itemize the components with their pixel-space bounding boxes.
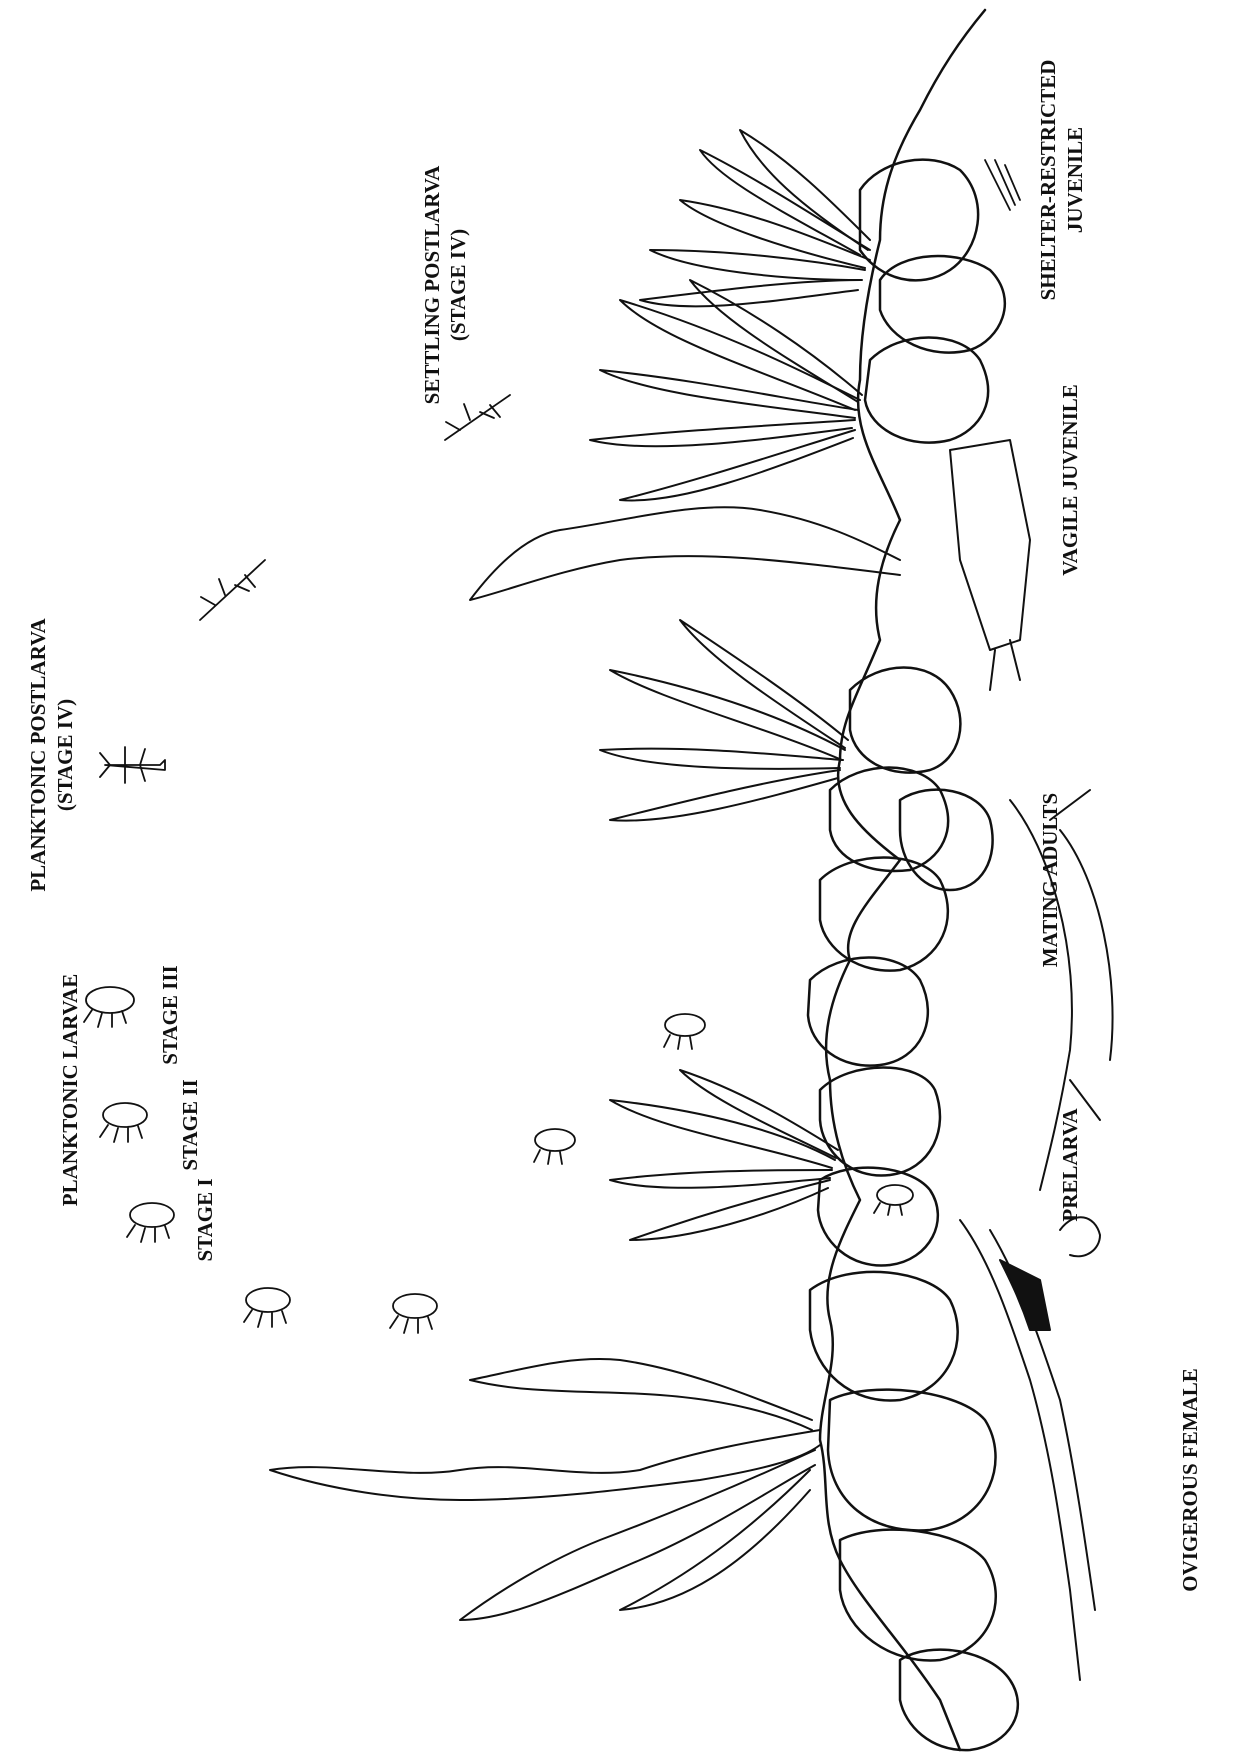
larva-stage-1-b	[244, 1288, 290, 1327]
kelp-large	[270, 1359, 820, 1620]
rock-boulder	[820, 1068, 940, 1176]
rock-boulder	[860, 160, 978, 281]
rock-boulder	[828, 1390, 996, 1531]
postlarva-drifting	[200, 560, 265, 620]
label-ovigerous-female: OVIGEROUS FEMALE	[1178, 1368, 1202, 1591]
seafloor-outline	[820, 10, 985, 1750]
rock-boulder	[808, 958, 928, 1066]
vagile-juvenile-sketch	[950, 440, 1030, 690]
label-settling-postlarva-stage: (STAGE IV)	[446, 229, 470, 341]
larva-in-seaweed-a	[534, 1129, 575, 1164]
rock-boulder	[850, 668, 960, 773]
rock-boulder	[900, 1650, 1018, 1751]
seaweed-tuft-middle	[600, 620, 848, 821]
rock-boulder	[840, 1530, 996, 1661]
rock-boulder	[830, 768, 948, 871]
seaweed-tuft-lower	[610, 1070, 838, 1240]
label-planktonic-postlarva: PLANKTONIC POSTLARVA	[26, 618, 50, 891]
postlarva-settling	[445, 395, 510, 440]
seaweed-tuft-top	[640, 130, 870, 306]
shelter-restricted-juvenile-sketch	[985, 160, 1020, 210]
seaweed-tuft-middle-upper	[590, 280, 862, 500]
label-stage-1: STAGE I	[193, 1178, 217, 1261]
kelp-blade	[470, 507, 900, 600]
prelarva-claw-sketch	[1060, 1217, 1100, 1256]
rock-boulder	[865, 338, 988, 443]
larva-stage-2	[100, 1103, 147, 1142]
postlarva-planktonic	[100, 747, 165, 783]
ovigerous-female-sketch	[960, 1220, 1095, 1680]
label-shelter-restricted-juvenile: JUVENILE	[1063, 127, 1087, 233]
label-shelter-restricted: SHELTER-RESTRICTED	[1036, 60, 1060, 301]
label-settling-postlarva: SETTLING POSTLARVA	[420, 166, 444, 405]
larva-stage-1-a	[127, 1203, 174, 1242]
label-mating-adults: MATING ADULTS	[1038, 793, 1062, 967]
label-stage-2: STAGE II	[178, 1079, 202, 1170]
label-vagile-juvenile: VAGILE JUVENILE	[1058, 384, 1082, 576]
prelarva-sketch	[874, 1185, 913, 1215]
larva-stage-1-c	[390, 1294, 437, 1333]
larva-in-seaweed-b	[664, 1014, 705, 1049]
label-stage-3: STAGE III	[158, 965, 182, 1064]
label-planktonic-larvae: PLANKTONIC LARVAE	[58, 974, 82, 1206]
larva-stage-3	[84, 987, 134, 1027]
label-prelarva: PRELARVA	[1058, 1108, 1082, 1221]
label-planktonic-postlarva-stage: (STAGE IV)	[53, 699, 77, 811]
rock-boulder	[820, 858, 948, 971]
